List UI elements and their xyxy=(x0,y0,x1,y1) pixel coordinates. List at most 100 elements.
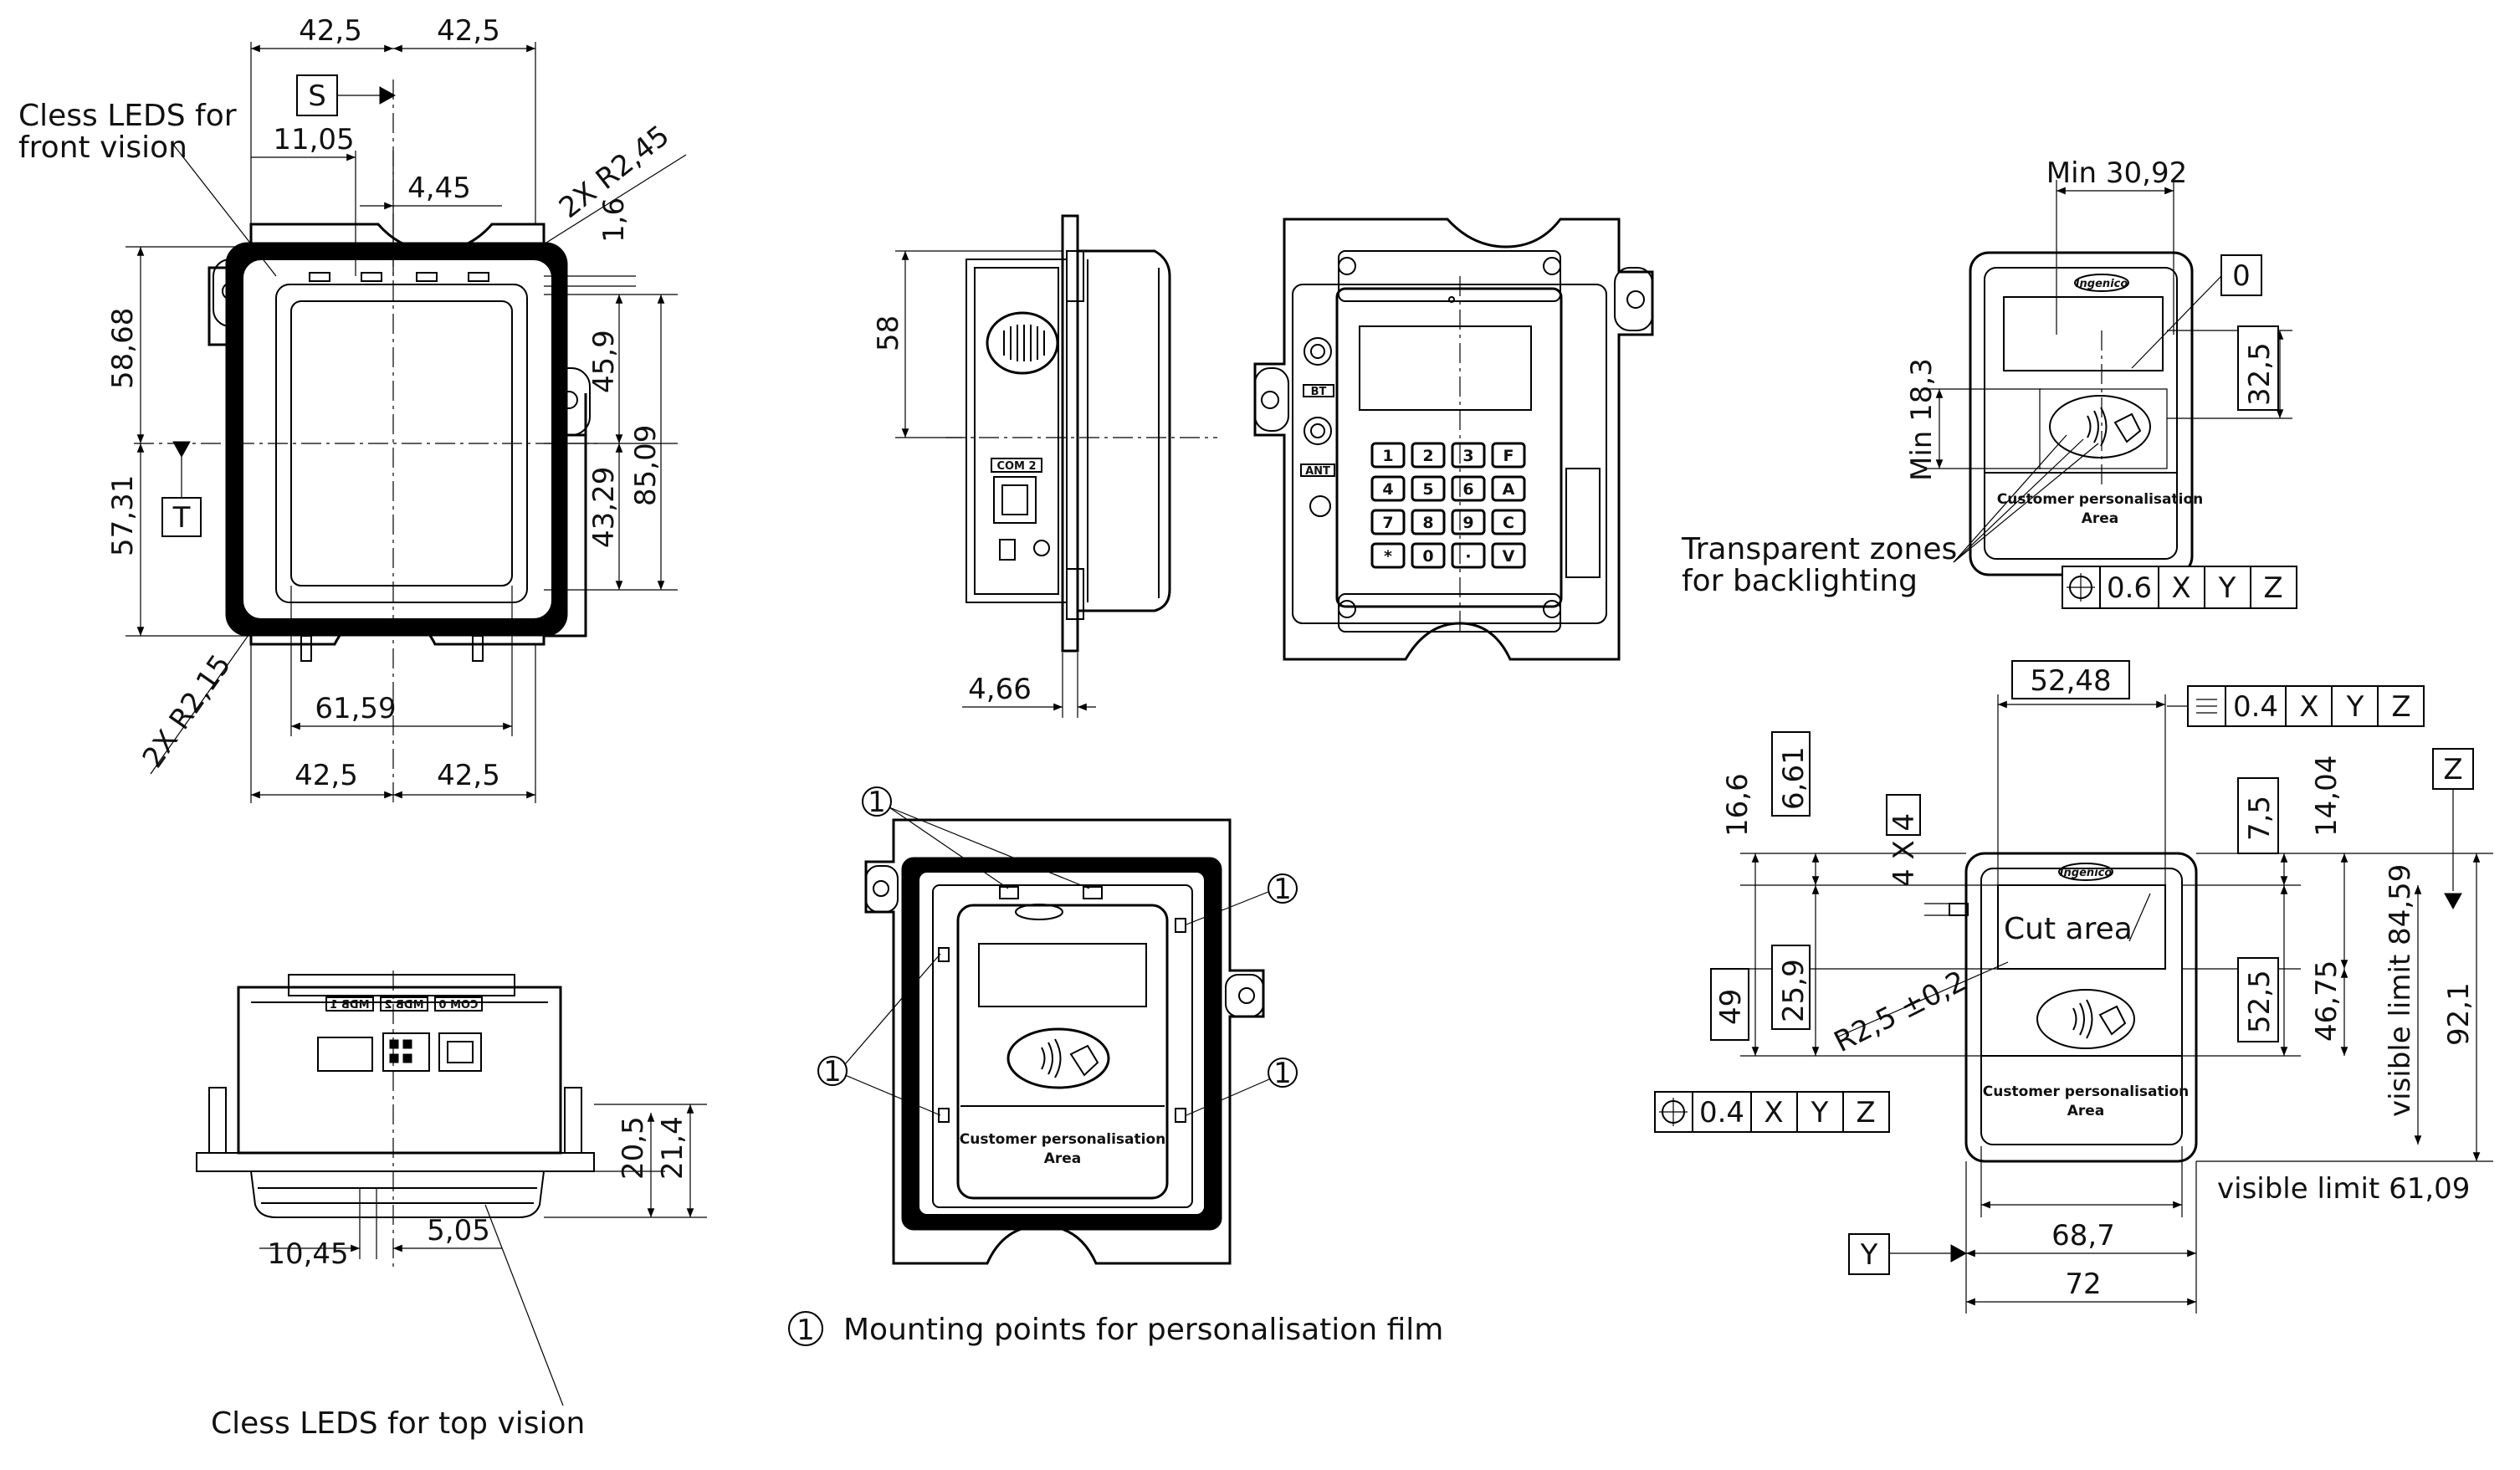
dim-lower-left: 57,31 xyxy=(106,475,140,556)
top-left-stud xyxy=(208,1087,227,1154)
keypad-key xyxy=(1370,542,1406,569)
front-foot-left xyxy=(300,635,312,662)
leader-datum xyxy=(2131,275,2222,369)
callout-1-left xyxy=(817,1056,848,1086)
keypad-key xyxy=(1451,509,1486,535)
position-y: Y xyxy=(1811,1096,1829,1129)
cut-housing xyxy=(1964,852,2198,1163)
datum-z-triangle xyxy=(2444,893,2462,910)
leader-leds-top xyxy=(484,1204,564,1406)
side-housing xyxy=(1078,249,1171,612)
dim-visible-width: visible limit 61,09 xyxy=(2217,1172,2470,1206)
keypad-key xyxy=(1451,475,1486,502)
dim-bottom-right: 42,5 xyxy=(437,759,500,792)
datum-t-triangle xyxy=(172,441,191,458)
keypad-key xyxy=(1411,442,1446,469)
legend-text: Mounting points for personalisation film xyxy=(843,1313,1443,1347)
callout-leader xyxy=(844,953,941,1065)
side-clip-top xyxy=(1066,250,1084,302)
cut-area-text-1: Customer personalisation xyxy=(1983,1083,2189,1100)
callout-1-top-num: 1 xyxy=(868,786,886,819)
cut-area-text-2: Area xyxy=(2067,1103,2105,1119)
speaker-icon xyxy=(986,311,1059,375)
backlight-area-text-2: Area xyxy=(2082,510,2119,527)
keypad-key-label: · xyxy=(1465,547,1471,566)
leader-backlight xyxy=(1953,443,2099,563)
mount-point xyxy=(1083,886,1103,899)
keypad-left-hole xyxy=(1261,391,1279,409)
legend-balloon xyxy=(788,1311,823,1346)
mount-point xyxy=(938,1108,950,1123)
keypad-screw xyxy=(1338,600,1356,618)
backlight-logo-icon xyxy=(2074,274,2129,292)
connector-pin xyxy=(402,1053,412,1063)
keypad-key xyxy=(1491,475,1526,502)
leader-leds-front xyxy=(171,141,277,277)
connector-pin xyxy=(389,1053,399,1063)
keypad-display xyxy=(1359,325,1532,411)
com2-label: COM 2 xyxy=(996,460,1036,473)
side-view: COM 2 58 4,66 xyxy=(872,214,1217,718)
callout-1-top xyxy=(862,786,892,817)
dim-7-5: 7,5 xyxy=(2243,796,2277,841)
keypad-key xyxy=(1411,542,1446,569)
backlight-logo: Ingenico xyxy=(2076,278,2128,290)
dim-top-h2: 21,4 xyxy=(656,1116,689,1180)
dim-holes: 4 X 4 xyxy=(1887,813,1921,887)
datum-s-box xyxy=(296,74,338,116)
com2-port xyxy=(993,476,1037,524)
dim-top-left: 42,5 xyxy=(299,14,362,48)
keypad-key-label: 1 xyxy=(1382,447,1393,465)
callout-1-right-top xyxy=(1268,873,1298,904)
dim-14-04: 14,04 xyxy=(2310,755,2343,837)
dim-box-holes xyxy=(1886,794,1921,836)
datum-s: S xyxy=(308,79,326,113)
datum-z: Z xyxy=(2443,753,2462,786)
bt-antenna-inner xyxy=(1310,344,1325,359)
backlight-area-text-1: Customer personalisation xyxy=(1997,491,2203,508)
dim-top-w2: 5,05 xyxy=(427,1214,490,1247)
side-clip-bottom xyxy=(1066,568,1084,620)
datum-y-box xyxy=(1848,1233,1890,1275)
top-front-bezel xyxy=(250,1170,545,1218)
dim-box-49 xyxy=(1710,968,1749,1041)
keypad-key-label: F xyxy=(1503,447,1514,465)
keypad-left-ear xyxy=(1254,367,1289,432)
flatness-frame xyxy=(2187,685,2425,727)
dim-25-9: 25,9 xyxy=(1777,959,1811,1022)
keypad-key-label: 4 xyxy=(1382,480,1393,499)
cut-hole xyxy=(1949,903,1969,916)
datum-t: T xyxy=(172,501,191,535)
datum-y-triangle xyxy=(1950,1244,1968,1263)
callout-1-right-bottom xyxy=(1268,1058,1298,1088)
keypad-key-label: * xyxy=(1384,547,1392,566)
com2-label-box xyxy=(991,458,1042,473)
connector-mdb1-port xyxy=(317,1037,373,1072)
keypad-inner-frame xyxy=(1292,284,1607,624)
cut-logo-icon xyxy=(2058,863,2113,881)
leader-radius xyxy=(539,154,687,248)
dim-92-1: 92,1 xyxy=(2442,982,2476,1046)
backlight-contactless-icon xyxy=(2049,395,2151,458)
film-inner-frame xyxy=(932,884,1193,1208)
dim-68-7: 68,7 xyxy=(2051,1219,2115,1252)
cut-contactless-icon xyxy=(2036,989,2135,1049)
side-screw-icon xyxy=(1033,540,1050,556)
dim-box-52-5 xyxy=(2237,957,2279,1042)
keypad-screw xyxy=(1543,600,1561,618)
keypad-key-label: 9 xyxy=(1462,514,1473,532)
dim-box-32-5 xyxy=(2237,325,2279,411)
backlight-display-zone xyxy=(2003,296,2164,371)
backlight-label-1: Transparent zones xyxy=(1681,532,1957,566)
top-flange xyxy=(196,1152,595,1172)
film-area-text-1: Customer personalisation xyxy=(960,1131,1165,1148)
dim-backlight-height: 32,5 xyxy=(2243,342,2277,406)
keypad-key-label: 7 xyxy=(1382,514,1393,532)
keypad-key-label: 6 xyxy=(1462,480,1473,499)
cut-logo: Ingenico xyxy=(2060,867,2113,879)
backlight-view: Ingenico Customer personalisation Area M… xyxy=(1681,156,2297,609)
flatness-y: Y xyxy=(2346,690,2364,724)
callout-leader xyxy=(1186,891,1269,925)
dim-box-25-9 xyxy=(1771,945,1811,1030)
